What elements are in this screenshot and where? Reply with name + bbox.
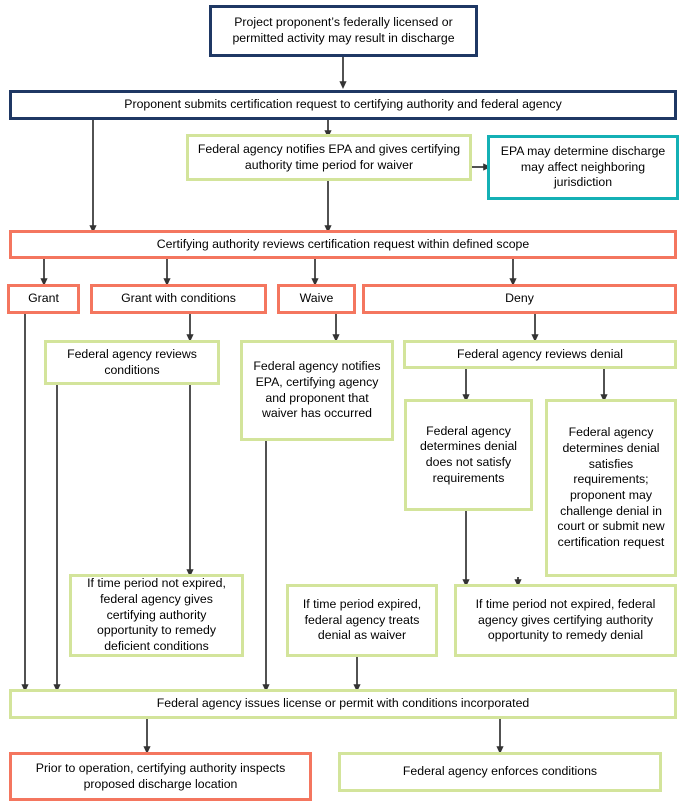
node-label: Federal agency determines denial satisfi… <box>557 425 665 550</box>
node-label: Federal agency enforces conditions <box>402 764 598 779</box>
node-label: Federal agency reviews conditions <box>67 346 197 377</box>
node-federal-agency-notifies-waiver[interactable]: Federal agency notifies EPA, certifying … <box>240 340 394 441</box>
node-federal-agency-reviews-conditions[interactable]: Federal agency reviews conditions <box>44 340 220 385</box>
node-waive[interactable]: Waive <box>277 284 356 314</box>
node-remedy-denial[interactable]: If time period not expired, federal agen… <box>454 584 677 657</box>
node-label: Grant with conditions <box>121 291 236 306</box>
node-label: If time period not expired, federal agen… <box>87 576 226 654</box>
node-grant-with-conditions[interactable]: Grant with conditions <box>90 284 267 314</box>
node-label: Proponent submits certification request … <box>124 97 562 112</box>
node-denial-treated-as-waiver[interactable]: If time period expired, federal agency t… <box>286 584 438 657</box>
node-label: If time period expired, federal agency t… <box>302 596 422 643</box>
node-label: Federal agency issues license or permit … <box>156 696 530 711</box>
node-label: Grant <box>28 291 59 306</box>
node-proponent-submits-request[interactable]: Proponent submits certification request … <box>9 90 677 120</box>
node-denial-satisfies-requirements[interactable]: Federal agency determines denial satisfi… <box>545 399 677 577</box>
node-federal-agency-notifies-epa[interactable]: Federal agency notifies EPA and gives ce… <box>186 134 472 181</box>
node-label: Federal agency notifies EPA and gives ce… <box>197 141 461 172</box>
node-epa-may-determine[interactable]: EPA may determine discharge may affect n… <box>487 135 679 200</box>
node-label: EPA may determine discharge may affect n… <box>500 143 666 190</box>
node-federal-agency-reviews-denial[interactable]: Federal agency reviews denial <box>403 340 677 369</box>
node-denial-does-not-satisfy[interactable]: Federal agency determines denial does no… <box>404 399 533 511</box>
node-label: Prior to operation, certifying authority… <box>35 760 286 791</box>
node-label: Federal agency notifies EPA, certifying … <box>253 359 381 421</box>
node-label: Deny <box>505 291 534 306</box>
node-federal-agency-enforces[interactable]: Federal agency enforces conditions <box>338 752 662 792</box>
node-project-proponent-activity[interactable]: Project proponent’s federally licensed o… <box>209 5 478 57</box>
node-federal-agency-issues-license[interactable]: Federal agency issues license or permit … <box>9 689 677 719</box>
node-label: Certifying authority reviews certificati… <box>156 236 530 251</box>
node-certifying-authority-inspects[interactable]: Prior to operation, certifying authority… <box>9 752 312 801</box>
node-label: If time period not expired, federal agen… <box>475 596 656 643</box>
node-label: Federal agency reviews denial <box>456 346 624 361</box>
node-label: Waive <box>299 291 334 306</box>
node-deny[interactable]: Deny <box>362 284 677 314</box>
node-label: Federal agency determines denial does no… <box>419 423 518 485</box>
node-label: Project proponent’s federally licensed o… <box>232 15 455 45</box>
node-certifying-authority-reviews[interactable]: Certifying authority reviews certificati… <box>9 230 677 259</box>
node-remedy-deficient-conditions[interactable]: If time period not expired, federal agen… <box>69 574 244 657</box>
node-grant[interactable]: Grant <box>7 284 80 314</box>
